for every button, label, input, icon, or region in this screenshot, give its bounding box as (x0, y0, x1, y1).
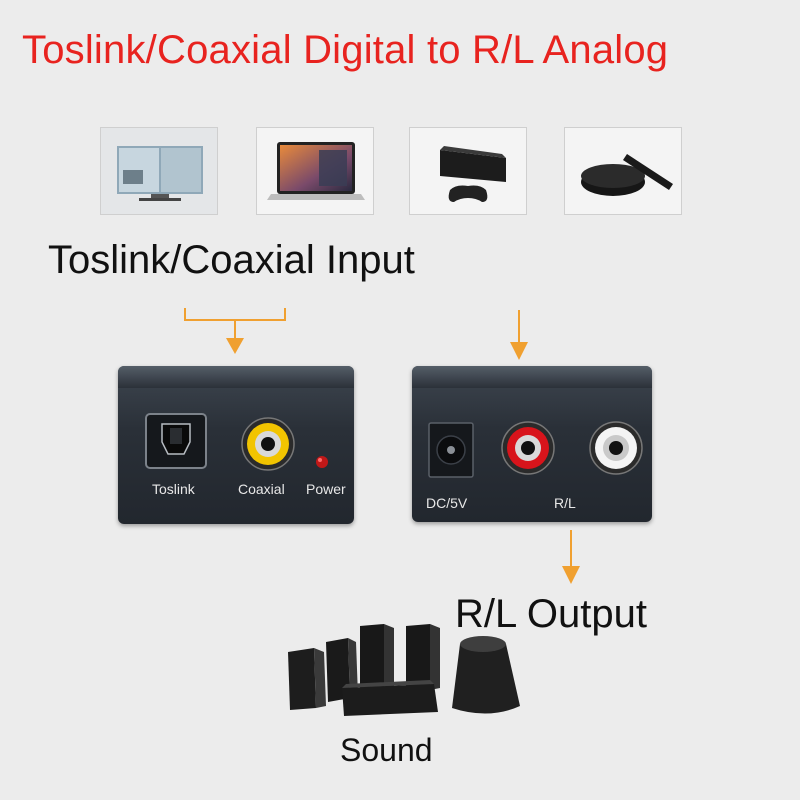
sound-label: Sound (340, 732, 433, 768)
rl-label: R/L (554, 495, 576, 511)
input-panel: Toslink Coaxial Power (118, 366, 354, 524)
output-arrow-icon (562, 530, 580, 584)
toslink-port-icon (145, 413, 207, 469)
output-in-arrow-icon (510, 310, 528, 360)
tv-icon (101, 128, 217, 214)
power-label: Power (306, 481, 346, 497)
tv-box-icon (565, 128, 681, 214)
output-panel: DC/5V R/L (412, 366, 652, 522)
tv-thumbnail (100, 127, 218, 215)
right-rca-port-icon (589, 421, 643, 475)
output-label: R/L Output (455, 592, 647, 636)
left-rca-port-icon (501, 421, 555, 475)
dc-label: DC/5V (426, 495, 468, 511)
input-label: Toslink/Coaxial Input (48, 238, 415, 282)
coaxial-port-icon (241, 417, 295, 471)
game-console-thumbnail (409, 127, 527, 215)
dc-jack-icon (428, 422, 474, 478)
speaker-system-icon (288, 624, 520, 716)
input-arrow-icon (184, 308, 286, 354)
laptop-thumbnail (256, 127, 374, 215)
tv-box-thumbnail (564, 127, 682, 215)
power-led-icon (316, 456, 328, 468)
toslink-label: Toslink (152, 481, 195, 497)
game-console-icon (410, 128, 526, 214)
laptop-icon (257, 128, 373, 214)
coaxial-label: Coaxial (238, 481, 285, 497)
page-title: Toslink/Coaxial Digital to R/L Analog (22, 28, 669, 72)
